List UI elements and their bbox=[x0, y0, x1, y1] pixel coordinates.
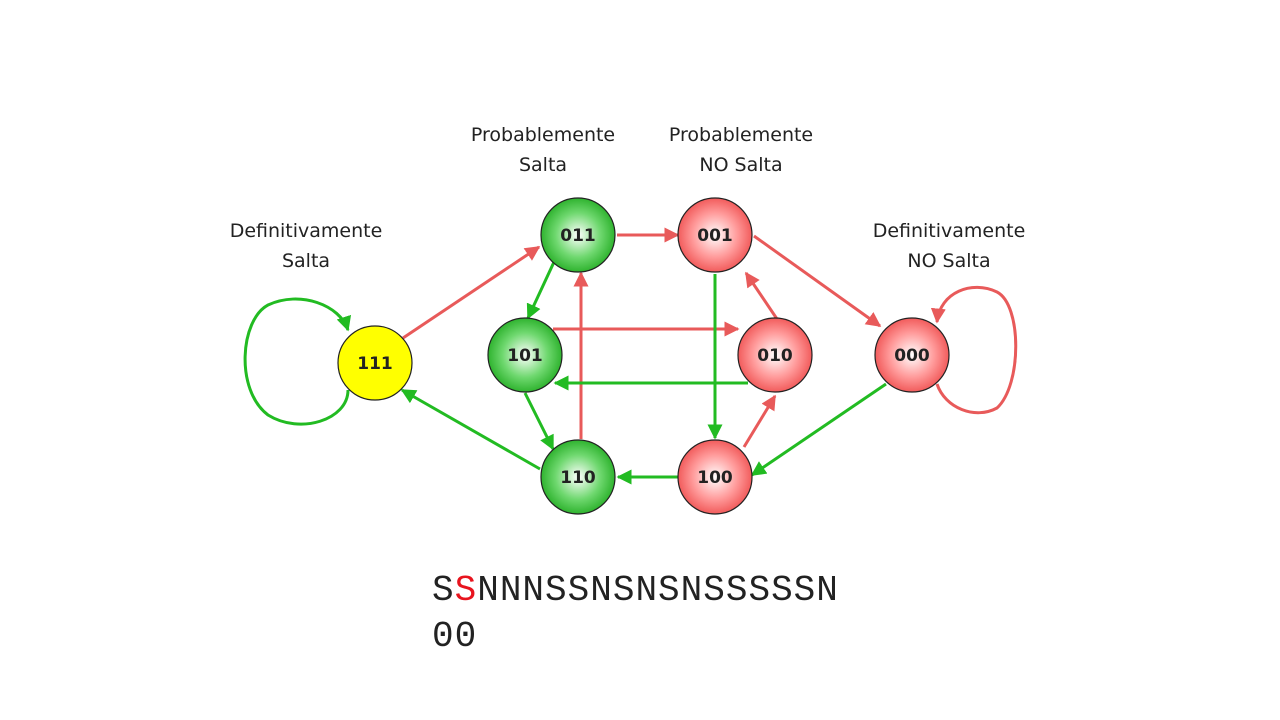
sequence-before: S bbox=[432, 570, 455, 611]
transition-011-to-101 bbox=[526, 261, 556, 320]
state-011: 011 bbox=[540, 197, 616, 273]
label-definitivamente-no-salta: Definitivamente NO Salta bbox=[872, 220, 1026, 272]
transition-110-to-111 bbox=[400, 388, 541, 471]
sequence-line-2: 00 bbox=[432, 616, 478, 657]
transition-000-to-100 bbox=[750, 382, 887, 477]
state-label-000: 000 bbox=[894, 346, 930, 366]
state-circle-010 bbox=[737, 317, 813, 393]
state-111: 111 bbox=[337, 325, 413, 401]
state-010: 010 bbox=[737, 317, 813, 393]
state-circle-100 bbox=[677, 439, 753, 515]
state-circle-110 bbox=[540, 439, 616, 515]
state-label-101: 101 bbox=[507, 346, 543, 366]
transition-010-to-001 bbox=[744, 271, 779, 320]
input-sequence: SSNNNSSNSNSNSSSSSN 00 bbox=[432, 568, 839, 660]
state-circle-001 bbox=[677, 197, 753, 273]
state-label-110: 110 bbox=[560, 468, 596, 488]
state-circle-011 bbox=[540, 197, 616, 273]
state-circle-101 bbox=[487, 317, 563, 393]
sequence-line-1: SSNNNSSNSNSNSSSSSN bbox=[432, 568, 839, 614]
state-label-010: 010 bbox=[757, 346, 793, 366]
state-circle-000 bbox=[874, 317, 950, 393]
state-label-011: 011 bbox=[560, 226, 596, 246]
transition-111-to-011 bbox=[402, 245, 541, 340]
transition-111-to-111 bbox=[243, 297, 352, 426]
state-001: 001 bbox=[677, 197, 753, 273]
state-000: 000 bbox=[874, 317, 950, 393]
label-probablemente-no-salta: Probablemente NO Salta bbox=[668, 124, 814, 176]
label-definitivamente-salta: Definitivamente Salta bbox=[229, 220, 383, 272]
transition-101-to-110 bbox=[523, 392, 555, 451]
state-circle-111 bbox=[337, 325, 413, 401]
state-label-111: 111 bbox=[357, 354, 393, 374]
sequence-current: S bbox=[454, 570, 478, 611]
state-100: 100 bbox=[677, 439, 753, 515]
transition-100-to-010 bbox=[742, 394, 777, 448]
state-110: 110 bbox=[540, 439, 616, 515]
transition-000-to-000 bbox=[930, 286, 1018, 415]
state-label-100: 100 bbox=[697, 468, 733, 488]
state-label-001: 001 bbox=[697, 226, 733, 246]
sequence-after: NNNSSNSNSNSSSSSN bbox=[477, 570, 839, 611]
transition-001-to-000 bbox=[753, 234, 882, 328]
label-probablemente-salta: Probablemente Salta bbox=[470, 124, 616, 176]
state-101: 101 bbox=[487, 317, 563, 393]
